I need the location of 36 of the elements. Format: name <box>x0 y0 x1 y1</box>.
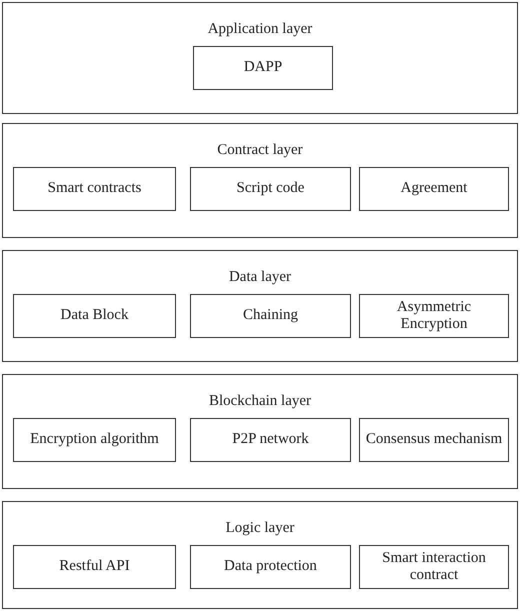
component-box <box>13 167 176 211</box>
node-text: Data Block <box>60 307 128 325</box>
layer-title: Contract layer <box>216 142 304 159</box>
component-box <box>190 294 351 338</box>
component-box <box>190 545 351 589</box>
layer-panel <box>2 123 518 238</box>
layer-panel <box>2 2 518 114</box>
layer-title: Data layer <box>228 269 292 286</box>
node-text: Restful API <box>59 558 130 576</box>
layer-title: Application layer <box>206 21 314 38</box>
component-box <box>190 418 351 462</box>
component-box <box>359 418 509 462</box>
node-text: Consensus mechanism <box>366 431 502 449</box>
component-box <box>13 418 176 462</box>
component-box <box>13 294 176 338</box>
layer-panel <box>2 250 518 362</box>
node-text: Encryption algorithm <box>30 431 159 449</box>
layer-title: Blockchain layer <box>208 393 312 410</box>
component-box <box>359 167 509 211</box>
node-text: P2P network <box>232 431 309 449</box>
node-text: Smart contracts <box>48 180 142 198</box>
component-box <box>193 46 333 90</box>
layer-panel <box>2 374 518 489</box>
node-text: DAPP <box>244 59 282 77</box>
node-text: Script code <box>236 180 304 198</box>
layer-title: Logic layer <box>224 520 296 537</box>
node-text: Smart interaction contract <box>381 550 487 584</box>
component-box <box>359 545 509 589</box>
component-box <box>13 545 176 589</box>
node-text: Asymmetric Encryption <box>396 298 472 334</box>
node-text: Data protection <box>224 558 317 576</box>
component-box <box>359 294 509 338</box>
layer-panel <box>2 501 518 609</box>
node-text: Chaining <box>243 307 298 325</box>
node-text: Agreement <box>400 180 468 198</box>
component-box <box>190 167 351 211</box>
